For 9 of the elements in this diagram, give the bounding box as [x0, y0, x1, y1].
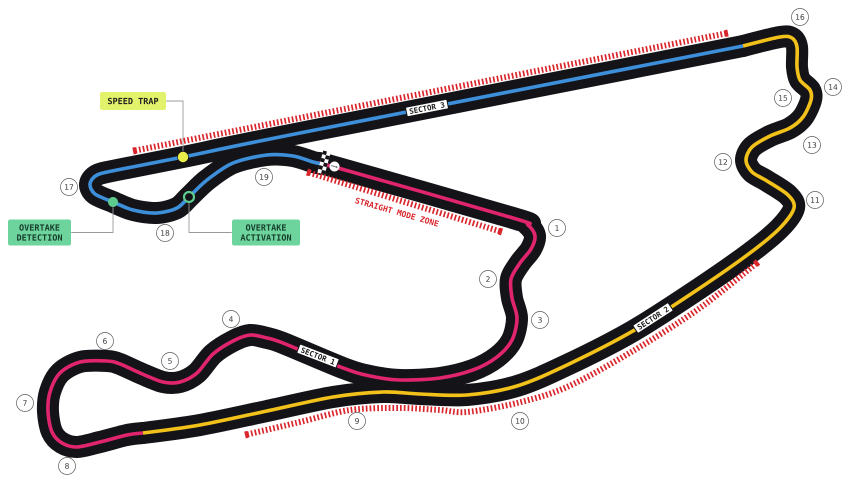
leader-line — [166, 100, 184, 152]
marker-ring — [182, 190, 196, 204]
marker-dot — [177, 151, 189, 163]
callout-box: SPEED TRAP — [100, 92, 166, 110]
leader-line — [188, 202, 232, 233]
marker-dot — [108, 197, 118, 207]
callout-box: OVERTAKE DETECTION — [8, 220, 71, 246]
leader-line — [70, 206, 114, 233]
callout-box: OVERTAKE ACTIVATION — [232, 220, 300, 246]
